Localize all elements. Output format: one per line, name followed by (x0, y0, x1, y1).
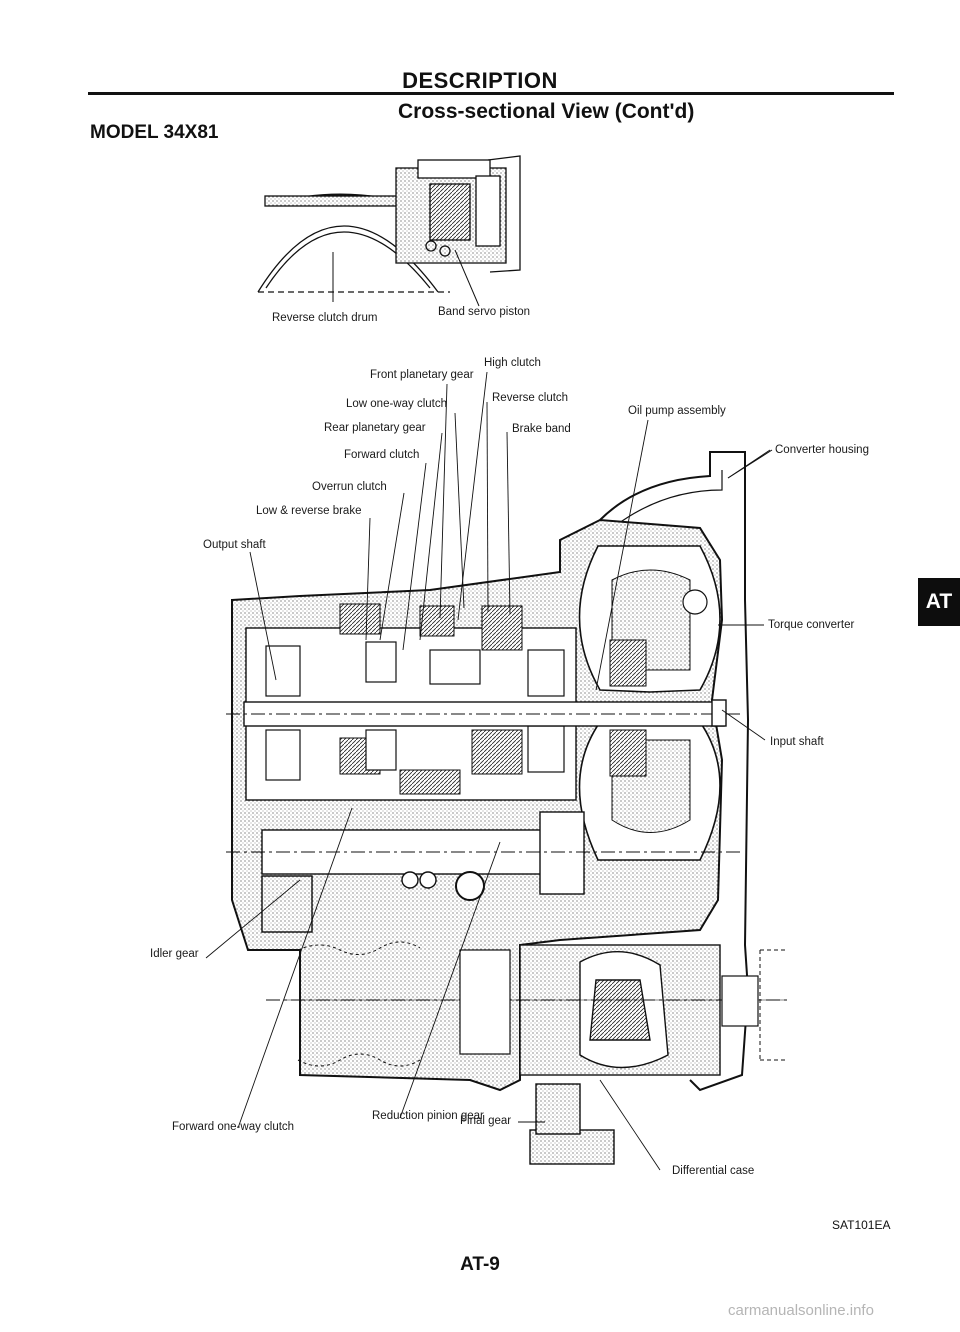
label-band-servo-piston: Band servo piston (438, 306, 531, 318)
label-reverse-clutch-drum: Reverse clutch drum (272, 312, 378, 324)
label-converter-housing: Converter housing (775, 444, 869, 456)
label-output-shaft: Output shaft (203, 539, 266, 551)
figure-code: SAT101EA (832, 1218, 891, 1232)
main-shaft (226, 699, 740, 727)
label-overrun-clutch: Overrun clutch (312, 481, 387, 493)
lower-shaft (226, 811, 740, 933)
label-input-shaft: Input shaft (770, 736, 824, 748)
label-torque-converter: Torque converter (768, 619, 855, 631)
page-subtitle: Cross-sectional View (Cont'd) (398, 100, 695, 123)
label-front-planetary-gear: Front planetary gear (370, 369, 474, 381)
page-number: AT-9 (460, 1254, 500, 1275)
section-title: DESCRIPTION (402, 68, 558, 93)
transmission-case (231, 518, 724, 1092)
label-low-reverse-brake: Low & reverse brake (256, 505, 362, 517)
band-servo-detail (257, 155, 521, 307)
leader-lines (205, 371, 771, 1171)
label-rear-planetary-gear: Rear planetary gear (324, 422, 426, 434)
label-idler-gear: Idler gear (150, 948, 199, 960)
label-high-clutch: High clutch (484, 357, 541, 369)
label-oil-pump-assembly: Oil pump assembly (628, 405, 726, 417)
label-differential-case: Differential case (672, 1165, 755, 1177)
label-forward-clutch: Forward clutch (344, 449, 420, 461)
section-tab-at[interactable]: AT (918, 578, 960, 626)
label-brake-band: Brake band (512, 423, 571, 435)
watermark: carmanualsonline.info (728, 1302, 874, 1319)
model-heading: MODEL 34X81 (90, 122, 219, 143)
differential-assembly (266, 941, 790, 1165)
header-rule (88, 92, 894, 95)
label-forward-one-way-clutch: Forward one-way clutch (172, 1121, 295, 1133)
label-reduction-pinion-gear: Reduction pinion gear (372, 1110, 484, 1122)
label-reverse-clutch: Reverse clutch (492, 392, 569, 404)
label-low-one-way-clutch: Low one-way clutch (346, 398, 447, 410)
label-final-gear: Final gear (460, 1115, 512, 1127)
